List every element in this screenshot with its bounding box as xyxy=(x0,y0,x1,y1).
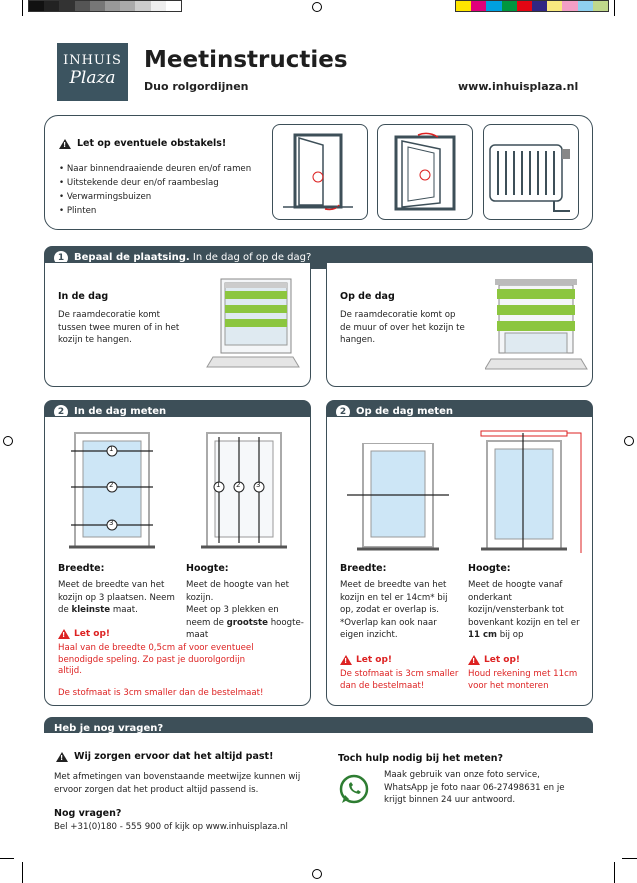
obstacles-header: ! Let op eventuele obstakels! xyxy=(59,138,226,149)
step-number: 1 xyxy=(54,250,68,265)
warning-icon: ! xyxy=(56,751,68,762)
obstacles-heading: Let op eventuele obstakels! xyxy=(77,138,227,149)
fabric-note: De stofmaat is 3cm smaller dan de bestel… xyxy=(58,688,264,698)
whatsapp-icon[interactable] xyxy=(338,773,370,805)
marker-3: 3 xyxy=(109,519,114,527)
step1-title-bold: Bepaal de plaatsing. xyxy=(74,252,190,263)
crop-mark xyxy=(22,0,23,16)
page-subtitle: Duo rolgordijnen xyxy=(144,80,249,93)
in-de-dag-heading: In de dag xyxy=(58,291,109,302)
width-heading: Breedte: xyxy=(340,563,387,574)
warning-label: ! Let op! xyxy=(58,629,110,639)
help-heading: Toch hulp nodig bij het meten? xyxy=(338,753,504,764)
marker-1: 1 xyxy=(216,481,221,489)
crop-mark xyxy=(622,858,637,859)
step1-title-rest: In de dag of op de dag? xyxy=(189,252,312,263)
questions-box: ! Wij zorgen ervoor dat het altijd past!… xyxy=(44,733,593,841)
marker-1: 1 xyxy=(109,445,114,453)
logo-bottom: Plaza xyxy=(69,68,116,88)
step2a-title: In de dag meten xyxy=(74,406,167,417)
warning-label: ! Let op! xyxy=(468,655,520,665)
crop-mark xyxy=(614,862,615,883)
width-text: Meet de breedte van het kozijn en tel er… xyxy=(340,580,448,640)
warning-icon: ! xyxy=(58,629,70,639)
crop-mark xyxy=(0,858,14,859)
step-number: 2 xyxy=(336,404,350,419)
fit-heading: Wij zorgen ervoor dat het altijd past! xyxy=(74,751,274,762)
marker-2: 2 xyxy=(236,481,241,489)
grayscale-bar xyxy=(28,0,182,12)
list-item: Verwarmingsbuizen xyxy=(59,190,251,204)
outside-height-illustration xyxy=(477,429,585,555)
logo: INHUIS Plaza xyxy=(57,43,128,101)
step1-left-box: In de dag De raamdecoratie komt tussen t… xyxy=(44,262,311,387)
warning-icon: ! xyxy=(340,655,352,665)
warning-icon: ! xyxy=(59,138,71,149)
warning-label: ! Let op! xyxy=(340,655,392,665)
registration-mark-icon xyxy=(624,436,634,446)
height-text: Meet de hoogte van het kozijn. Meet op 3… xyxy=(186,580,304,640)
blind-outside-illustration xyxy=(484,271,590,381)
step2a-box: 1 2 3 1 2 3 Breedte: Meet de breedte van… xyxy=(44,416,311,706)
door-illustration xyxy=(272,124,368,220)
height-heading: Hoogte: xyxy=(186,563,229,574)
obstacles-list: Naar binnendraaiende deuren en/of ramen … xyxy=(59,162,251,218)
fit-heading-row: ! Wij zorgen ervoor dat het altijd past! xyxy=(56,751,273,762)
op-de-dag-text: De raamdecoratie komt op de muur of over… xyxy=(340,310,465,345)
op-de-dag-heading: Op de dag xyxy=(340,291,395,302)
registration-mark-icon xyxy=(312,869,322,879)
window-illustration xyxy=(377,124,473,220)
warning-text: Haal van de breedte 0,5cm af voor eventu… xyxy=(58,643,254,676)
width-measure-illustration: 1 2 3 xyxy=(65,431,160,553)
outside-width-illustration xyxy=(345,442,451,553)
website-link[interactable]: www.inhuisplaza.nl xyxy=(458,80,579,93)
step2b-box: Breedte: Meet de breedte van het kozijn … xyxy=(326,416,593,706)
warning-icon: ! xyxy=(468,655,480,665)
crop-mark xyxy=(614,0,615,16)
in-de-dag-text: De raamdecoratie komt tussen twee muren … xyxy=(58,310,180,345)
more-text: Bel +31(0)180 - 555 900 of kijk op www.i… xyxy=(54,822,288,832)
color-bar xyxy=(455,0,609,12)
questions-band-title: Heb je nog vragen? xyxy=(54,723,164,734)
registration-mark-icon xyxy=(3,436,13,446)
blind-inside-illustration xyxy=(203,277,303,377)
fit-text: Met afmetingen van bovenstaande meetwijz… xyxy=(54,772,301,795)
crop-mark xyxy=(22,862,23,883)
marker-3: 3 xyxy=(256,481,261,489)
more-heading: Nog vragen? xyxy=(54,808,122,819)
list-item: Naar binnendraaiende deuren en/of ramen xyxy=(59,162,251,176)
height-measure-illustration: 1 2 3 xyxy=(197,431,292,553)
height-heading: Hoogte: xyxy=(468,563,511,574)
step1-right-box: Op de dag De raamdecoratie komt op de mu… xyxy=(326,262,593,387)
marker-2: 2 xyxy=(109,481,114,489)
registration-mark-icon xyxy=(312,2,322,12)
height-text: Meet de hoogte vanaf onderkant kozijn/ve… xyxy=(468,580,580,640)
list-item: Plinten xyxy=(59,204,251,218)
logo-top: INHUIS xyxy=(63,53,122,68)
radiator-illustration xyxy=(483,124,579,220)
step2b-title: Op de dag meten xyxy=(356,406,453,417)
width-heading: Breedte: xyxy=(58,563,105,574)
warning-text: De stofmaat is 3cm smaller dan de bestel… xyxy=(340,669,459,691)
help-text: Maak gebruik van onze foto service, What… xyxy=(384,770,565,805)
obstacles-box: ! Let op eventuele obstakels! Naar binne… xyxy=(44,115,593,230)
step-number: 2 xyxy=(54,404,68,419)
list-item: Uitstekende deur en/of raambeslag xyxy=(59,176,251,190)
page-title: Meetinstructies xyxy=(144,47,348,73)
width-text: Meet de breedte van het kozijn op 3 plaa… xyxy=(58,580,175,615)
warning-text: Houd rekening met 11cm voor het monteren xyxy=(468,669,578,691)
